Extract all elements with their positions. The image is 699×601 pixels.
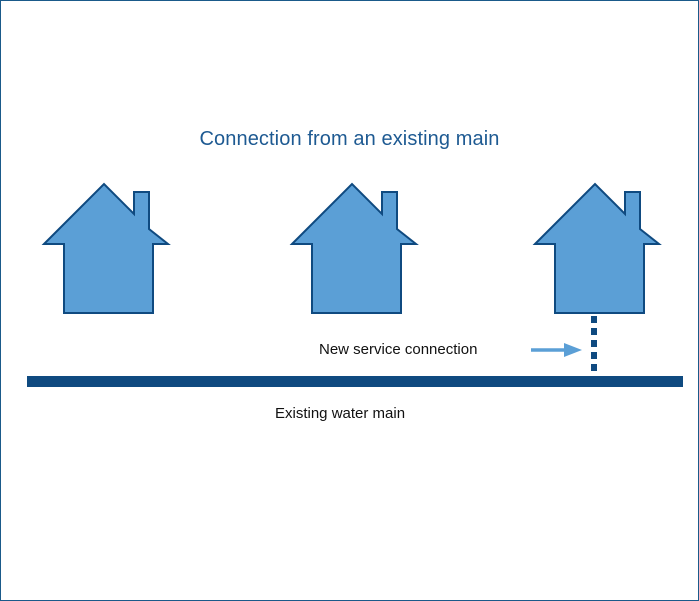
existing-water-main-label: Existing water main — [275, 405, 406, 422]
diagram-title: Connection from an existing main — [199, 128, 500, 150]
water-main-pipe — [27, 376, 683, 387]
house-2-icon — [289, 182, 419, 314]
new-service-connection-label: New service connection — [319, 341, 478, 358]
house-1-icon — [41, 182, 171, 314]
house-3-icon — [532, 182, 662, 314]
arrow-icon — [531, 343, 582, 357]
